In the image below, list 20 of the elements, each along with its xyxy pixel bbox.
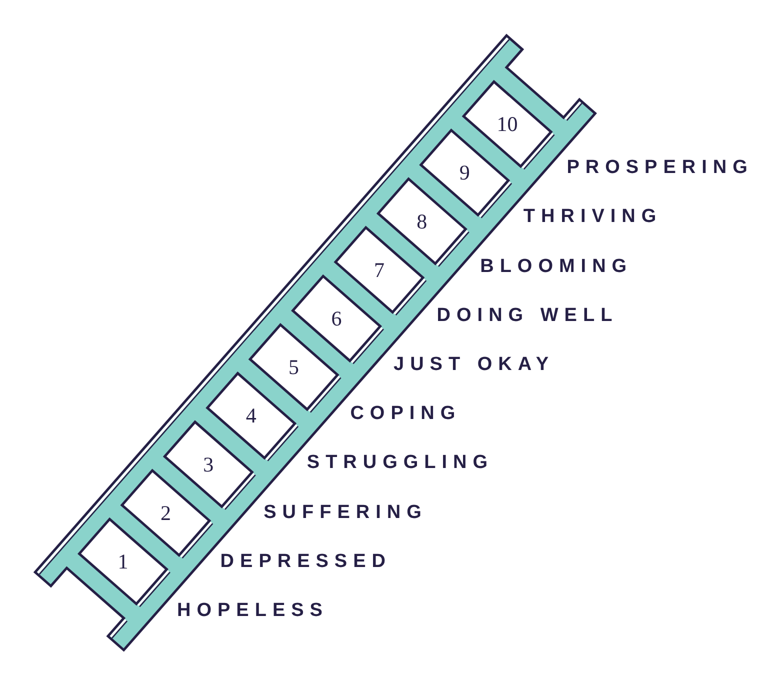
level-label: STRUGGLING	[306, 453, 494, 472]
rung-number: 3	[203, 452, 214, 476]
rung-number: 10	[496, 112, 518, 136]
level-label: JUST OKAY	[394, 355, 554, 374]
rung-number: 6	[331, 306, 342, 330]
level-label: THRIVING	[523, 207, 662, 226]
rung-number: 7	[374, 258, 384, 282]
level-label: PROSPERING	[566, 158, 754, 178]
rung-number: 5	[288, 355, 300, 380]
level-label: DOING WELL	[436, 306, 618, 325]
level-label: COPING	[350, 404, 462, 424]
rung-number: 1	[118, 550, 128, 574]
rung-number: 4	[246, 404, 256, 428]
level-label: HOPELESS	[177, 601, 328, 620]
rung-number: 8	[416, 209, 428, 234]
rung-number: 2	[160, 500, 171, 525]
level-label: DEPRESSED	[220, 552, 392, 571]
rung-number: 9	[459, 160, 470, 185]
level-label: BLOOMING	[480, 256, 633, 276]
level-label: SUFFERING	[264, 502, 428, 522]
